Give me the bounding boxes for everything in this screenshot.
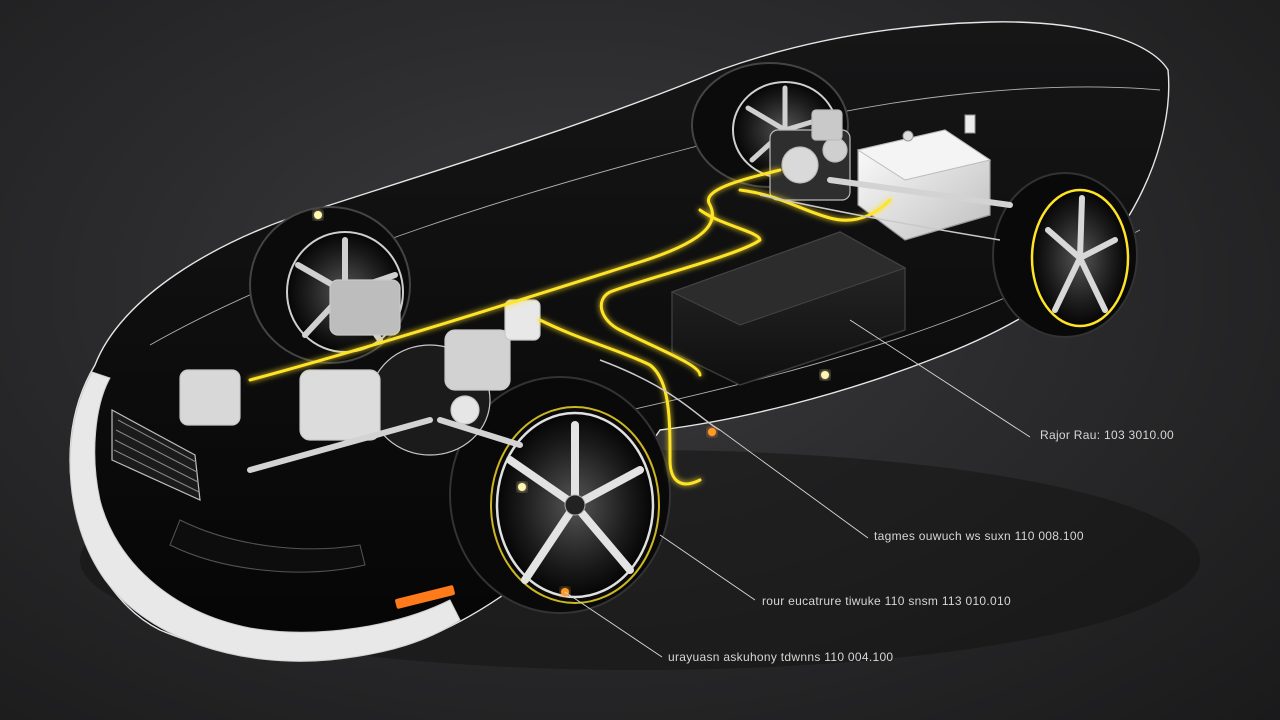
front-right-wheel	[449, 376, 671, 614]
lower-bumper	[169, 519, 366, 573]
callout-label-2: tagmes ouwuch ws suxn 110 008.100	[874, 529, 1084, 543]
battery-pack	[670, 231, 907, 386]
front-grille	[111, 408, 201, 501]
brake-lines	[599, 194, 1001, 431]
callout-label-3: rour eucatrure tiwuke 110 snsm 113 010.0…	[762, 594, 1011, 608]
callout-label-1: Rajor Rau: 103 3010.00	[1040, 428, 1175, 442]
callout-label-4: urayuasn askuhony tdwnns 110 004.100	[668, 650, 894, 664]
axles	[247, 177, 1013, 473]
front-bumper	[69, 371, 461, 662]
callout-leaders	[564, 319, 1031, 658]
rear-right-wheel	[992, 172, 1138, 338]
grille-slats	[113, 419, 200, 493]
side-marker-light	[395, 585, 455, 609]
fluid-tank	[856, 114, 992, 241]
